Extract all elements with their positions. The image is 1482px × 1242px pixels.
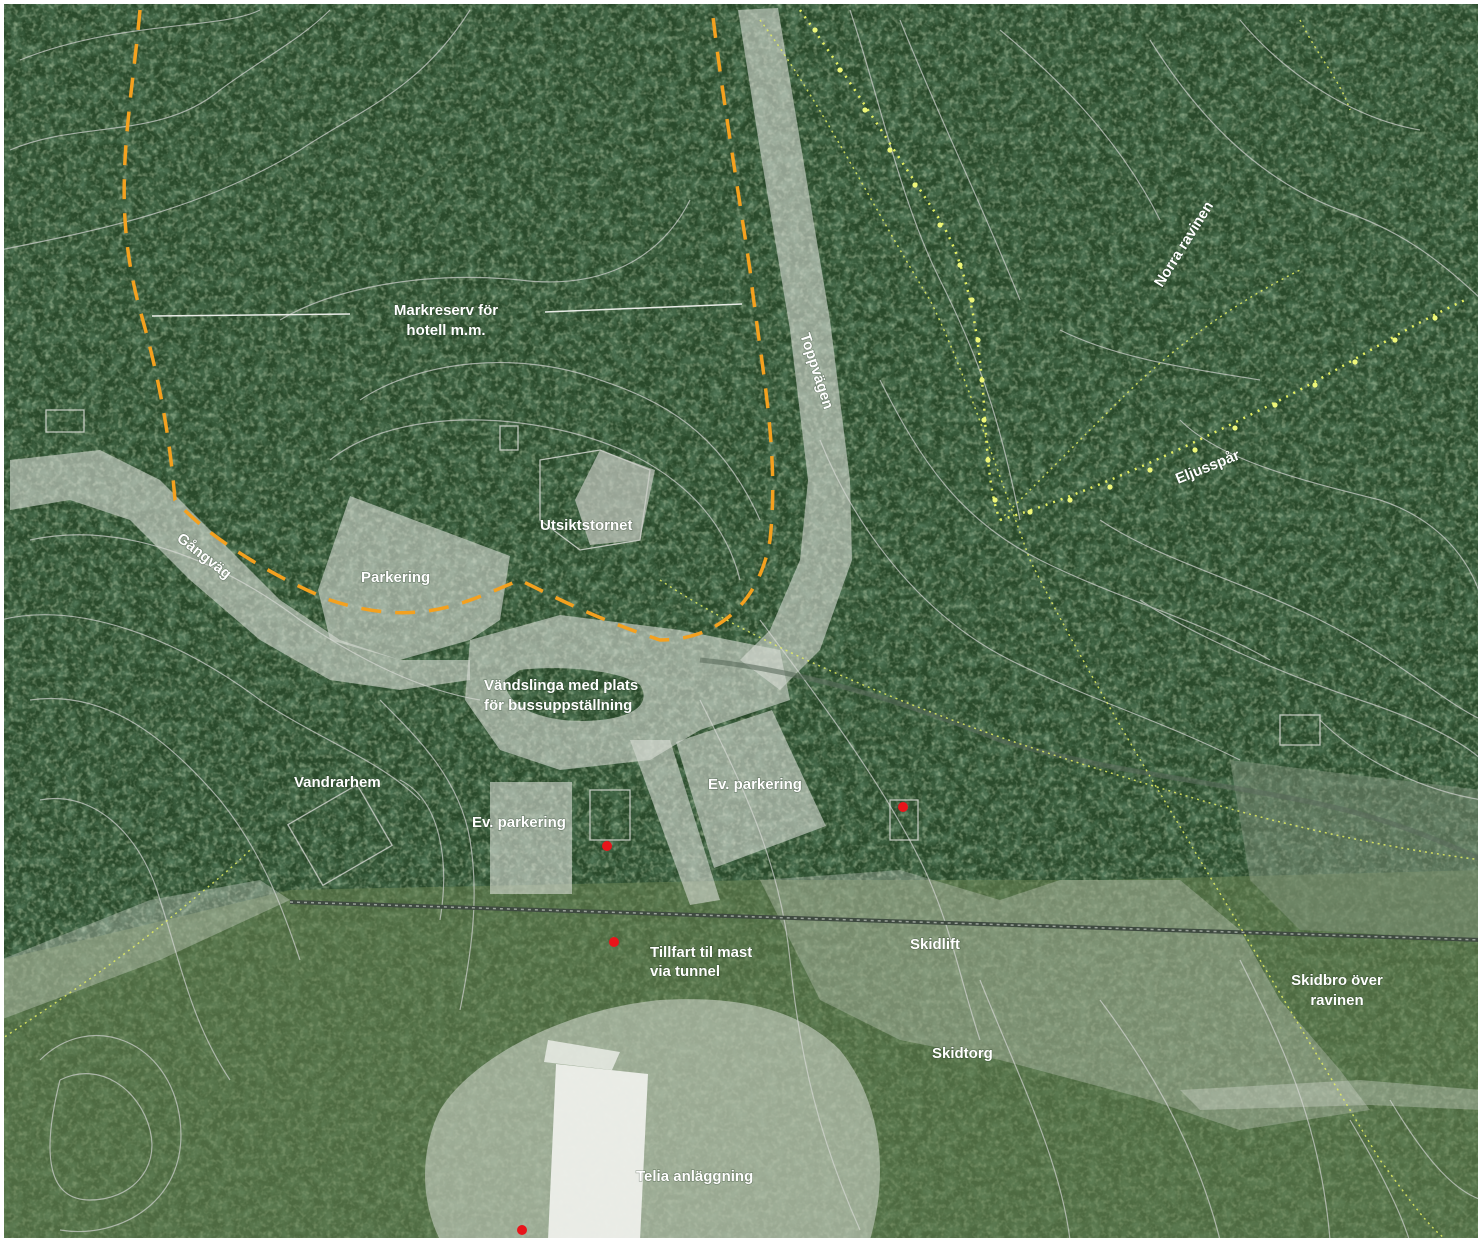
gangvag-path bbox=[10, 450, 470, 690]
parkering-area bbox=[318, 496, 510, 660]
access-road-south bbox=[630, 740, 720, 905]
poi-markers bbox=[517, 802, 908, 1235]
label-utsiktstornet: Utsiktstornet bbox=[540, 517, 633, 534]
red-dot-icon bbox=[609, 937, 619, 947]
toppvagen-road bbox=[738, 8, 852, 690]
ev-parkering-west-area bbox=[490, 782, 572, 894]
red-dot-icon bbox=[602, 841, 612, 851]
label-vandslinga-line1: Vändslinga med plats bbox=[484, 677, 638, 694]
label-vandrarhem: Vandrarhem bbox=[294, 774, 381, 791]
vandslinga-loop bbox=[465, 615, 790, 770]
telia-building-roof-edge bbox=[544, 1040, 620, 1070]
contour-lines bbox=[0, 9, 1482, 1242]
label-markreserv-line1: Markreserv för bbox=[394, 302, 498, 319]
ev-parkering-east-area bbox=[676, 710, 826, 868]
label-parkering: Parkering bbox=[361, 569, 430, 586]
telia-building bbox=[548, 1064, 648, 1240]
markreserv-leader-lines bbox=[151, 303, 743, 317]
label-tillfart-line1: Tillfart til mast bbox=[650, 944, 752, 961]
red-dot-icon bbox=[898, 802, 908, 812]
label-ev-parkering-west: Ev. parkering bbox=[472, 814, 566, 831]
label-tillfart-line2: via tunnel bbox=[650, 963, 720, 980]
utsiktstornet-structure bbox=[575, 450, 655, 545]
label-skidtorg: Skidtorg bbox=[932, 1045, 993, 1062]
track-line bbox=[699, 657, 1482, 863]
skidlift-line bbox=[289, 900, 1482, 942]
label-skidlift: Skidlift bbox=[910, 936, 960, 953]
skidbro-zone bbox=[1180, 1080, 1482, 1110]
label-ev-parkering-east: Ev. parkering bbox=[708, 776, 802, 793]
label-vandslinga-line2: för bussuppställning bbox=[484, 697, 632, 714]
eljusspar-lamps bbox=[812, 27, 1438, 515]
ski-corridor bbox=[0, 880, 290, 1020]
telia-zone bbox=[425, 999, 880, 1240]
label-markreserv-line2: hotell m.m. bbox=[406, 322, 485, 339]
planned-area-overlays bbox=[0, 8, 1482, 1240]
east-clearing bbox=[1230, 760, 1482, 940]
label-skidbro-line2: ravinen bbox=[1310, 992, 1363, 1009]
label-telia: Telia anläggning bbox=[636, 1168, 753, 1185]
label-skidbro-line1: Skidbro över bbox=[1291, 972, 1383, 989]
red-dot-icon bbox=[517, 1225, 527, 1235]
skidtorg-zone bbox=[760, 870, 1370, 1130]
